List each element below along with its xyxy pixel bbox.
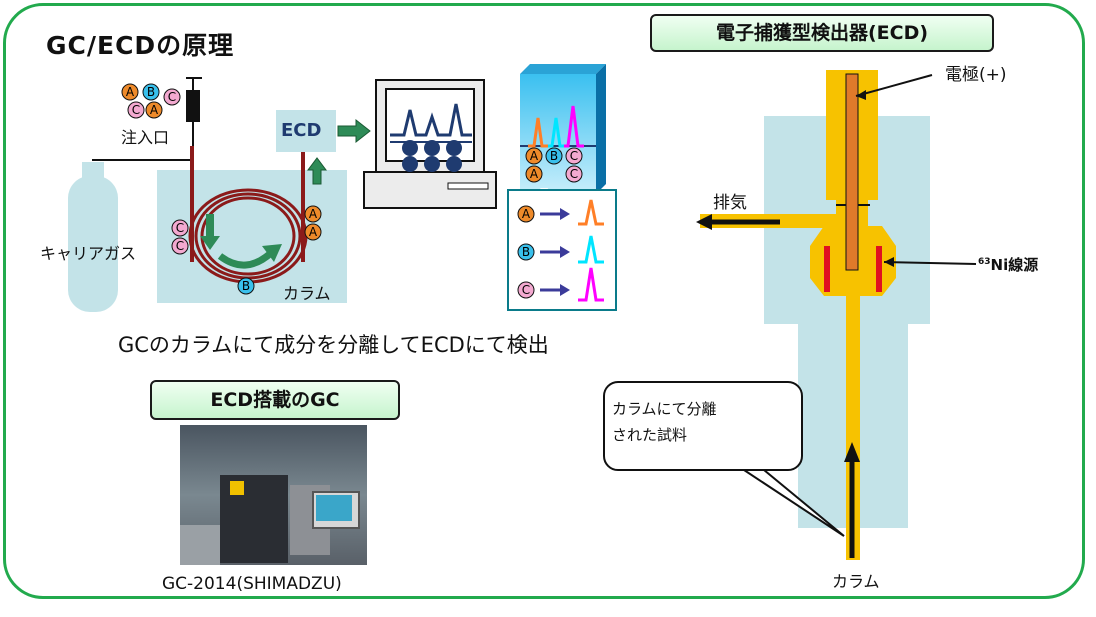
callout-line-1: カラムにて分離 bbox=[612, 400, 717, 418]
ni-source-label: 63Ni線源 bbox=[978, 254, 1038, 275]
ecd-diagram bbox=[603, 70, 977, 560]
ni-source-left bbox=[824, 246, 830, 292]
computer-monitor-icon bbox=[363, 79, 497, 209]
peak-row-c bbox=[517, 267, 604, 302]
gc-header: ECD搭載のGC bbox=[150, 380, 400, 420]
exhaust-arrow-icon bbox=[696, 214, 712, 230]
electrode bbox=[845, 73, 859, 271]
ecd-label: ECD bbox=[281, 120, 322, 141]
svg-text:C: C bbox=[132, 103, 140, 117]
svg-text:C: C bbox=[570, 167, 578, 181]
diagram-caption: GCのカラムにて成分を分離してECDにて検出 bbox=[118, 333, 549, 357]
svg-text:A: A bbox=[150, 103, 159, 117]
molecule-cluster-injector: A B C C A bbox=[121, 83, 181, 119]
svg-text:A: A bbox=[309, 225, 318, 239]
ecd-box bbox=[276, 110, 336, 152]
syringe-icon bbox=[186, 77, 202, 146]
svg-text:C: C bbox=[570, 149, 578, 163]
exhaust-label: 排気 bbox=[713, 193, 747, 213]
arrow-right-icon bbox=[337, 118, 371, 144]
peak-row-a bbox=[517, 199, 604, 226]
svg-text:A: A bbox=[530, 167, 539, 181]
peak-row-b bbox=[517, 235, 604, 264]
photo-caption: GC-2014(SHIMADZU) bbox=[162, 574, 342, 594]
svg-text:C: C bbox=[176, 221, 184, 235]
detector-header: 電子捕獲型検出器(ECD) bbox=[650, 14, 994, 52]
injection-label: 注入口 bbox=[121, 128, 170, 147]
page-title: GC/ECDの原理 bbox=[46, 31, 235, 60]
svg-text:B: B bbox=[522, 245, 530, 259]
sample-arrow-icon bbox=[844, 442, 860, 462]
svg-text:A: A bbox=[309, 207, 318, 221]
arrow-up-icon bbox=[307, 157, 327, 185]
svg-text:B: B bbox=[147, 85, 155, 99]
column-bottom-label: カラム bbox=[832, 572, 880, 591]
gc-diagram: A B C C A C C A A B A B C A C A B C bbox=[68, 64, 617, 312]
svg-text:C: C bbox=[522, 283, 530, 297]
svg-text:A: A bbox=[530, 149, 539, 163]
molecule-cluster-column: C C A A B bbox=[171, 205, 322, 295]
column-label: カラム bbox=[283, 284, 331, 303]
svg-text:C: C bbox=[176, 239, 184, 253]
callout-line-2: された試料 bbox=[612, 426, 688, 444]
svg-text:A: A bbox=[522, 207, 531, 221]
ni-source-text: Ni線源 bbox=[990, 256, 1039, 274]
electrode-label: 電極(+) bbox=[945, 65, 1007, 85]
carrier-gas-label: キャリアガス bbox=[40, 244, 137, 263]
rotation-arrow-icon bbox=[217, 249, 275, 269]
svg-text:B: B bbox=[242, 279, 250, 293]
arrow-down-icon bbox=[200, 214, 220, 250]
gas-cylinder-icon bbox=[68, 162, 118, 312]
svg-text:B: B bbox=[550, 149, 558, 163]
ni-source-superscript: 63 bbox=[978, 257, 991, 267]
ni-source-right bbox=[876, 246, 882, 292]
svg-text:C: C bbox=[168, 90, 176, 104]
sample-callout-bubble bbox=[603, 381, 845, 537]
separated-molecules bbox=[402, 140, 462, 172]
outer-frame bbox=[3, 3, 1085, 599]
svg-text:A: A bbox=[126, 85, 135, 99]
gc-photo bbox=[180, 425, 367, 565]
molecule-cluster-detector: A B C A C bbox=[525, 147, 583, 183]
